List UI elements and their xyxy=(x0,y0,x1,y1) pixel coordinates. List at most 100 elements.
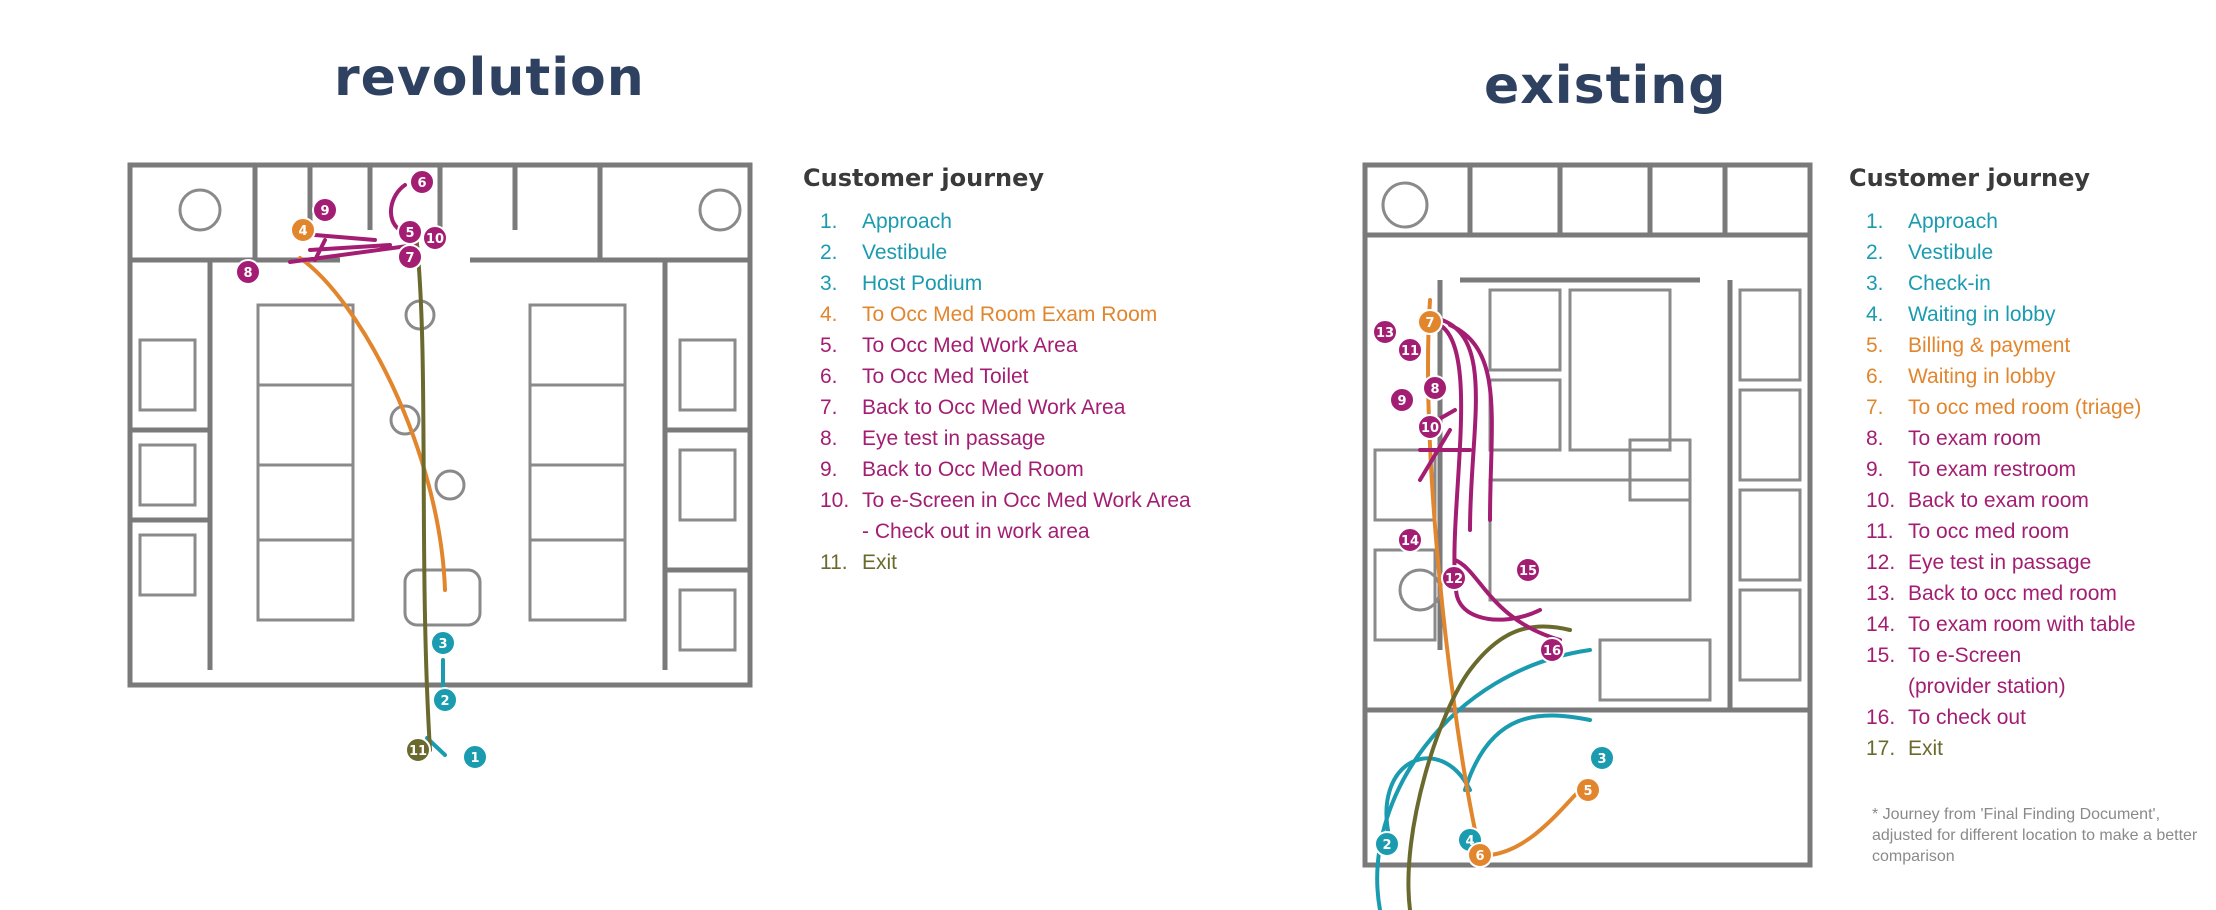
marker-circle xyxy=(432,687,458,713)
marker-circle xyxy=(290,217,316,243)
journey-marker-6: 6 xyxy=(409,169,435,195)
legend-item-text: To exam room with table xyxy=(1908,613,2136,636)
journey-marker-14: 14 xyxy=(1397,527,1423,553)
legend-item: (provider station) xyxy=(1866,671,2141,702)
legend-item-text: To exam restroom xyxy=(1908,458,2077,481)
journey-paths xyxy=(288,183,447,757)
legend-item-number: 1. xyxy=(820,210,838,233)
legend-item-number: 8. xyxy=(820,427,838,450)
legend-item-number: 15. xyxy=(1866,644,1896,667)
legend-heading: Customer journey xyxy=(1849,164,2091,192)
legend-item: 6.Waiting in lobby xyxy=(1866,361,2141,392)
marker-circle xyxy=(1515,557,1541,583)
legend-item: 8.To exam room xyxy=(1866,423,2141,454)
legend-item-text: Back to occ med room xyxy=(1908,582,2117,605)
journey-marker-10: 10 xyxy=(1417,414,1443,440)
legend-item: 14. To exam room with table xyxy=(1866,609,2141,640)
legend-item-text: To Occ Med Toilet xyxy=(862,365,1029,388)
journey-marker-16: 16 xyxy=(1539,637,1565,663)
legend-item-number: 10. xyxy=(820,489,850,512)
marker-circle xyxy=(430,630,456,656)
marker-label: 1 xyxy=(470,751,479,766)
marker-label: 6 xyxy=(417,176,426,191)
legend-item: 9. To exam restroom xyxy=(1866,454,2141,485)
legend-item-text: To e-Screen xyxy=(1908,644,2022,667)
marker-label: 16 xyxy=(1543,644,1561,659)
marker-label: 8 xyxy=(1430,382,1439,397)
legend-item: 5.To Occ Med Work Area xyxy=(820,330,1191,361)
legend-item-number: 13. xyxy=(1866,582,1896,605)
legend-item: 7.To occ med room (triage) xyxy=(1866,392,2141,423)
legend-item-number: 5. xyxy=(820,334,838,357)
title-existing: existing xyxy=(1484,56,1727,116)
legend-item-number: 4. xyxy=(1866,303,1884,326)
journey-marker-12: 12 xyxy=(1441,565,1467,591)
legend-item-number: 8. xyxy=(1866,427,1884,450)
legend-item: 1.Approach xyxy=(1866,206,2141,237)
legend-item: 2.Vestibule xyxy=(820,237,1191,268)
marker-label: 8 xyxy=(243,266,252,281)
legend-item-number: 4. xyxy=(820,303,838,326)
legend-item-text: Back to Occ Med Work Area xyxy=(862,396,1126,419)
marker-circle xyxy=(1589,745,1615,771)
legend-item-number: 11. xyxy=(820,551,848,574)
legend-item: 3.Host Podium xyxy=(820,268,1191,299)
legend-item-number: 3. xyxy=(1866,272,1884,295)
legend-item-number: 6. xyxy=(1866,365,1884,388)
legend-item: 13. Back to occ med room xyxy=(1866,578,2141,609)
legend-item: 9.Back to Occ Med Room xyxy=(820,454,1191,485)
marker-label: 14 xyxy=(1401,534,1419,549)
legend-item: 3. Check-in xyxy=(1866,268,2141,299)
legend-item-number: 12. xyxy=(1866,551,1896,574)
journey-marker-13: 13 xyxy=(1372,319,1398,345)
marker-circle xyxy=(1575,777,1601,803)
legend-item-text: To occ med room (triage) xyxy=(1908,396,2142,419)
journey-marker-4: 4 xyxy=(290,217,316,243)
legend-item-number: 10. xyxy=(1866,489,1896,512)
legend-item-text: Back to exam room xyxy=(1908,489,2089,512)
marker-label: 12 xyxy=(1445,572,1463,587)
legend-item-number: 6. xyxy=(820,365,838,388)
marker-circle xyxy=(1422,375,1448,401)
marker-label: 3 xyxy=(438,637,447,652)
marker-circle xyxy=(1441,565,1467,591)
legend-item-text: To occ med room xyxy=(1908,520,2070,543)
legend-item-number: 16. xyxy=(1866,706,1896,729)
marker-circle xyxy=(1417,309,1443,335)
legend-item-number: 9. xyxy=(1866,458,1884,481)
legend-item: 6. To Occ Med Toilet xyxy=(820,361,1191,392)
legend-item: 5.Billing & payment xyxy=(1866,330,2141,361)
marker-label: 5 xyxy=(405,226,414,241)
legend-item: 12. Eye test in passage xyxy=(1866,547,2141,578)
legend-item: 16.To check out xyxy=(1866,702,2141,733)
marker-circle xyxy=(462,744,488,770)
marker-circle xyxy=(1539,637,1565,663)
marker-label: 9 xyxy=(1397,394,1406,409)
marker-label: 10 xyxy=(426,232,444,247)
journey-marker-15: 15 xyxy=(1515,557,1541,583)
journey-marker-5: 5 xyxy=(1575,777,1601,803)
legend-item-text: To Occ Med Room Exam Room xyxy=(862,303,1158,326)
marker-circle xyxy=(1397,337,1423,363)
legend-item: 17.Exit xyxy=(1866,733,2141,764)
legend-item-number: 14. xyxy=(1866,613,1896,636)
journey-marker-5: 5 xyxy=(397,219,423,245)
title-revolution: revolution xyxy=(334,48,645,108)
legend-item-text: Eye test in passage xyxy=(862,427,1046,450)
legend-item: 10. Back to exam room xyxy=(1866,485,2141,516)
plan-walls xyxy=(1362,162,1813,868)
legend-item-text: Eye test in passage xyxy=(1908,551,2092,574)
legend-item: 8. Eye test in passage xyxy=(820,423,1191,454)
legend-item-text: - Check out in work area xyxy=(862,520,1090,543)
legend-item-text: Check-in xyxy=(1908,272,1991,295)
exam-rooms xyxy=(138,188,742,652)
legend-item-number: 11. xyxy=(1866,520,1894,543)
legend-item-text: Back to Occ Med Room xyxy=(862,458,1084,481)
footnote: * Journey from 'Final Finding Document',… xyxy=(1872,806,2198,865)
